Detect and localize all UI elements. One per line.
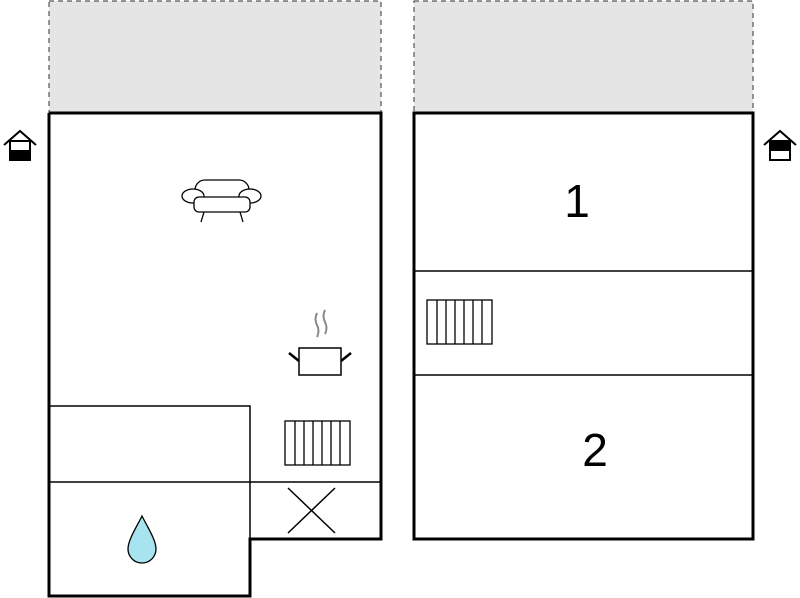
right-floor-outline <box>412 111 755 541</box>
bathroom-top-wall <box>49 405 251 539</box>
room-1-label: 1 <box>564 175 590 227</box>
terrace-right <box>413 0 754 114</box>
terrace-left <box>48 0 382 114</box>
cross-icon <box>287 487 336 534</box>
right-floor <box>412 111 755 541</box>
water-drop-icon <box>127 514 157 564</box>
house-entrance-icon <box>763 129 797 161</box>
radiator-icon <box>284 420 351 466</box>
radiator-icon <box>426 299 493 345</box>
left-floor <box>47 111 383 598</box>
cooking-pot-icon <box>288 309 352 376</box>
house-entrance-icon <box>3 129 37 161</box>
sofa-icon <box>181 179 262 223</box>
room-2-label: 2 <box>582 424 608 476</box>
